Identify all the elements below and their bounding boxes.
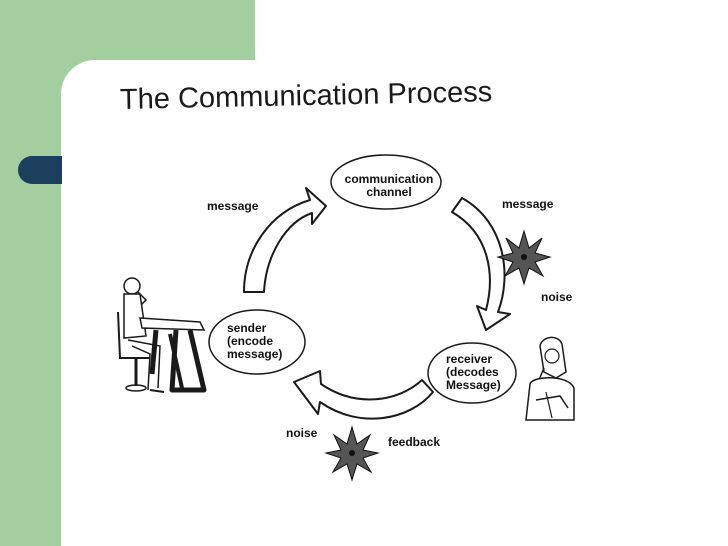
label-noise-bottom: noise xyxy=(286,426,318,440)
slide-content-panel xyxy=(61,60,728,546)
node-sender: sender (encode message) xyxy=(208,309,306,375)
receiver-label-line-3: Message) xyxy=(446,378,501,392)
noise-starburst-icon xyxy=(496,229,552,286)
sender-label-line-3: message) xyxy=(227,347,282,361)
node-receiver: receiver (decodes Message) xyxy=(427,342,517,404)
channel-label-line-2: channel xyxy=(366,185,411,199)
receiver-label-line-2: (decodes xyxy=(446,365,499,379)
receiver-person-illustration xyxy=(525,336,575,421)
sender-label-line-2: (encode xyxy=(227,334,273,348)
sender-label-line-1: sender xyxy=(227,321,267,335)
label-message-right: message xyxy=(502,197,554,211)
label-feedback: feedback xyxy=(388,435,440,449)
arrow-sender-to-channel xyxy=(243,187,327,293)
label-noise-right: noise xyxy=(541,290,573,304)
node-communication-channel: communication channel xyxy=(330,154,442,210)
slide-tab-marker xyxy=(18,156,62,184)
sender-person-illustration xyxy=(117,277,207,393)
arrow-channel-to-receiver xyxy=(451,197,511,331)
noise-starburst-icon xyxy=(324,425,380,482)
label-message-left: message xyxy=(207,199,259,213)
channel-label-line-1: communication xyxy=(345,172,434,186)
receiver-label-line-1: receiver xyxy=(446,352,492,366)
arrow-feedback xyxy=(293,370,434,420)
